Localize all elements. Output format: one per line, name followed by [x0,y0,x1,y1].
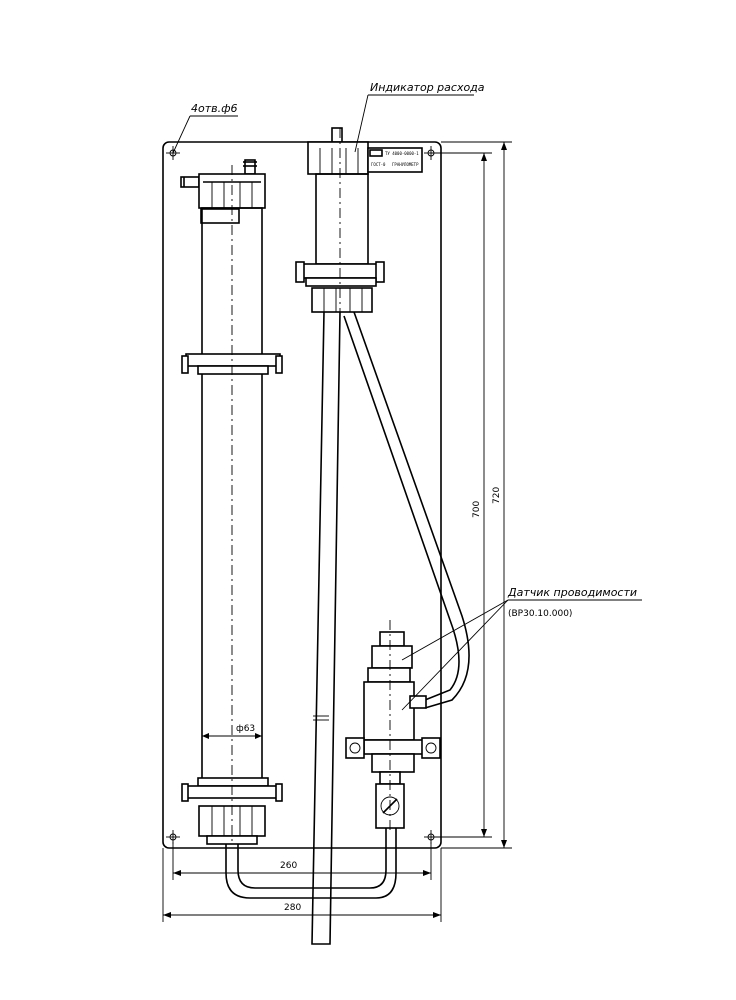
sensor-callout: Датчик проводимости (ВР30.10.000) [401,586,642,711]
dimension-260: 260 [172,842,432,880]
flow-indicator: ТУ 4000-0000-1 ГОСТ-0 ГРАНУЛОМЕТР [295,127,423,318]
dimension-280: 280 [162,848,442,922]
dim-700-label: 700 [472,501,482,518]
plate-line1: ТУ 4000-0000-1 [385,151,419,156]
flow-indicator-callout: Индикатор расхода [354,81,485,153]
plate-line2: ГОСТ-0 [371,162,386,167]
plate-line3: ГРАНУЛОМЕТР [392,162,419,167]
filter-column: ф63 [180,159,283,845]
mounting-panel [162,141,442,849]
outlet-pipe [311,311,341,945]
conductivity-sensor [345,620,441,834]
dim-280-label: 280 [284,903,301,913]
dimension-700: 700 [431,152,492,838]
sensor-label: Датчик проводимости [507,586,637,599]
dimension-720: 720 [441,141,512,849]
bypass-pipe [343,311,470,709]
sensor-code-label: (ВР30.10.000) [508,609,572,619]
holes-label: 4отв.ф6 [191,102,238,115]
holes-callout: 4отв.ф6 [172,102,238,154]
diameter-label: ф63 [236,724,255,734]
dim-260-label: 260 [280,861,297,871]
flow-indicator-label: Индикатор расхода [370,81,485,94]
dim-720-label: 720 [492,487,502,504]
